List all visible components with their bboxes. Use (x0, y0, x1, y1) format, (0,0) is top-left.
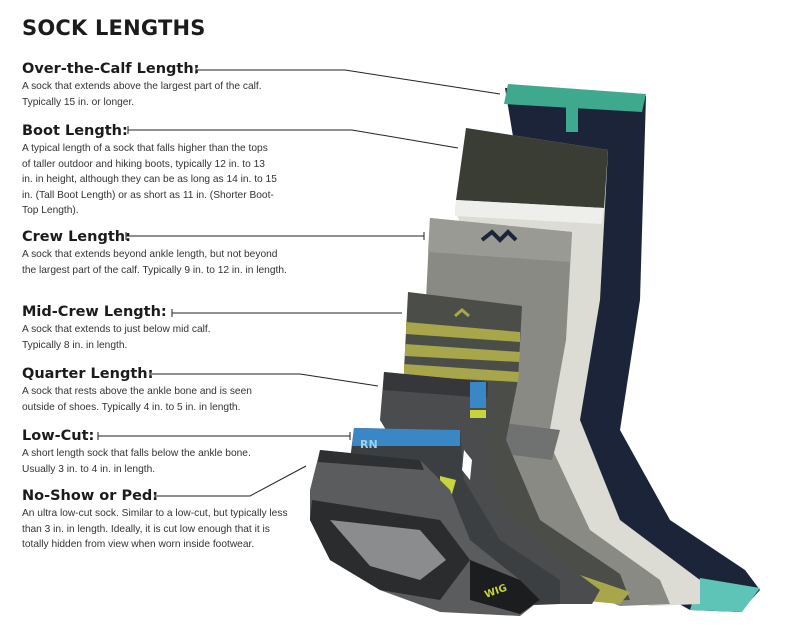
leader-quarter (150, 373, 379, 387)
entry-no-show: No-Show or Ped: An ultra low-cut sock. S… (22, 487, 322, 553)
entry-description: A sock that extends above the largest pa… (22, 81, 262, 108)
sock-no-show: WIG (310, 450, 540, 616)
leader-over-the-calf (196, 69, 501, 95)
entry-description: A typical length of a sock that falls hi… (22, 143, 277, 216)
entry-heading: Boot Length: (22, 123, 128, 139)
entry-quarter: Quarter Length: A sock that rests above … (22, 365, 322, 415)
entry-crew: Crew Length: A sock that extends beyond … (22, 228, 322, 278)
entry-description: An ultra low-cut sock. Similar to a low-… (22, 508, 288, 550)
page-title: SOCK LENGTHS (22, 16, 206, 40)
low-cut-band-lettering: RN (360, 438, 378, 451)
entry-description: A sock that extends beyond ankle length,… (22, 249, 287, 276)
entry-heading: Crew Length: (22, 229, 131, 245)
entry-description: A short length sock that falls below the… (22, 448, 251, 475)
entry-description: A sock that rests above the ankle bone a… (22, 386, 252, 413)
entry-heading: No-Show or Ped: (22, 488, 159, 504)
leader-lines (97, 66, 501, 500)
entry-over-the-calf: Over-the-Calf Length: A sock that extend… (22, 60, 322, 110)
entry-description: A sock that extends to just below mid ca… (22, 324, 211, 351)
entry-heading: Over-the-Calf Length: (22, 61, 200, 77)
entry-boot: Boot Length: A typical length of a sock … (22, 122, 322, 219)
entry-low-cut: Low-Cut: A short length sock that falls … (22, 427, 322, 477)
entry-mid-crew: Mid-Crew Length: A sock that extends to … (22, 303, 322, 353)
entry-heading: Low-Cut: (22, 428, 95, 444)
leader-no-show (155, 465, 307, 497)
entry-heading: Mid-Crew Length: (22, 304, 167, 320)
entry-heading: Quarter Length: (22, 366, 154, 382)
leader-boot (128, 129, 459, 149)
